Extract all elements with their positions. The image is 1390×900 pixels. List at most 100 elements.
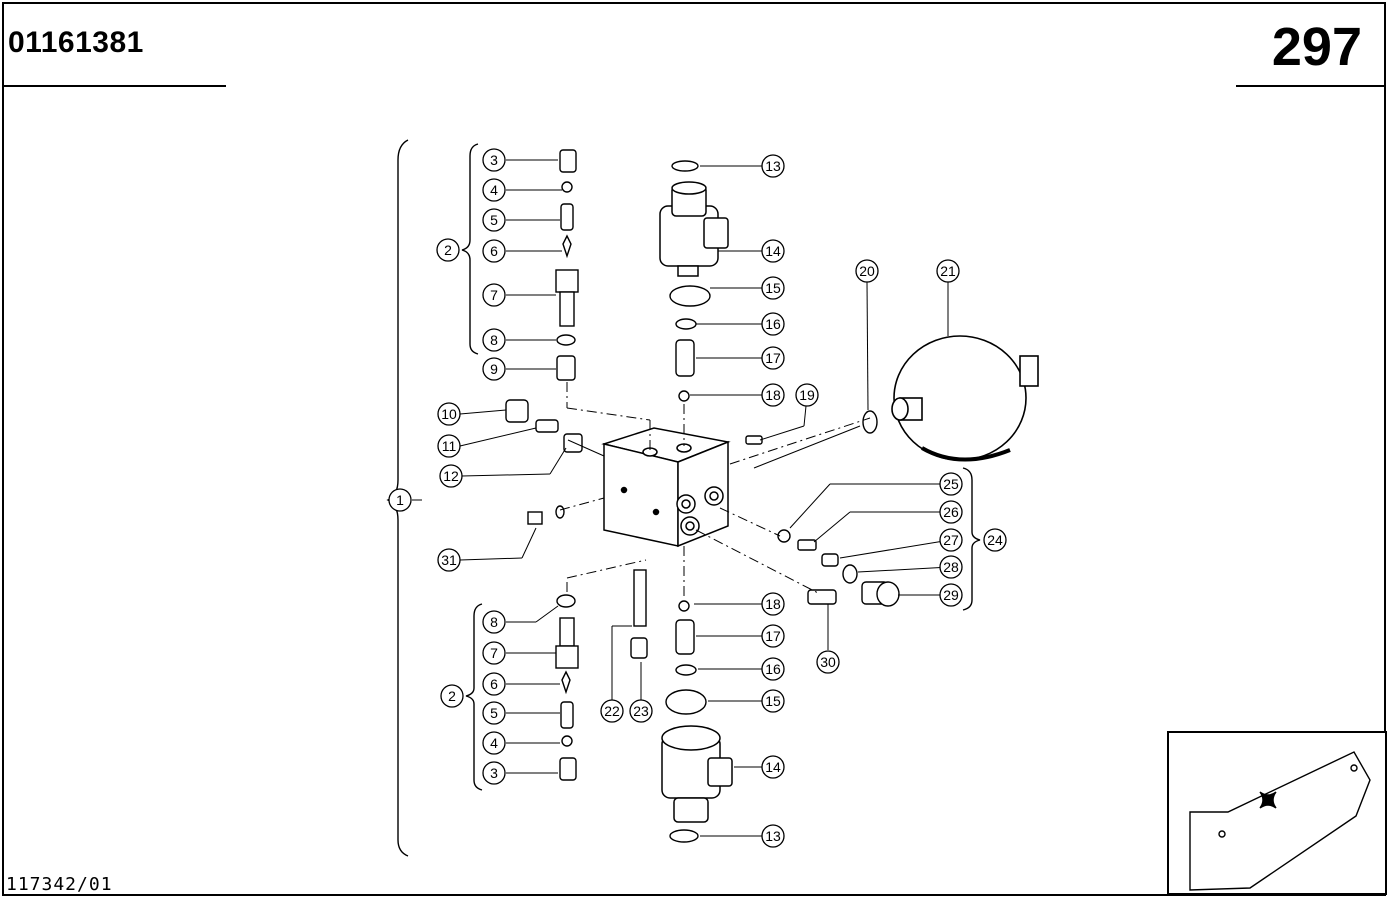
callout-14-lower: 14 <box>761 755 785 779</box>
callout-7-lower: 7 <box>482 641 506 665</box>
accumulator <box>891 335 1039 462</box>
svg-text:21: 21 <box>940 263 956 279</box>
svg-text:7: 7 <box>490 645 498 661</box>
callout-8-upper: 8 <box>482 328 506 352</box>
svg-text:23: 23 <box>633 703 649 719</box>
callout-4-lower: 4 <box>482 731 506 755</box>
svg-text:5: 5 <box>490 705 498 721</box>
svg-text:26: 26 <box>943 504 959 520</box>
svg-text:13: 13 <box>765 828 781 844</box>
svg-text:17: 17 <box>765 628 781 644</box>
callout-11: 11 <box>437 434 461 458</box>
callout-5-upper: 5 <box>482 208 506 232</box>
callout-6-upper: 6 <box>482 239 506 263</box>
callout-13-lower: 13 <box>761 824 785 848</box>
callout-6-lower: 6 <box>482 672 506 696</box>
assembly-axis-lines <box>559 382 871 598</box>
callout-25: 25 <box>939 472 963 496</box>
svg-text:4: 4 <box>490 735 498 751</box>
svg-text:9: 9 <box>490 361 498 377</box>
svg-text:18: 18 <box>765 387 781 403</box>
svg-text:30: 30 <box>820 654 836 670</box>
callout-7-upper: 7 <box>482 283 506 307</box>
svg-text:2: 2 <box>448 688 456 704</box>
drawing-reference: 117342/01 <box>6 874 113 895</box>
callout-8-lower: 8 <box>482 610 506 634</box>
svg-text:19: 19 <box>799 387 815 403</box>
svg-text:3: 3 <box>490 765 498 781</box>
callout-15-lower: 15 <box>761 689 785 713</box>
svg-text:12: 12 <box>443 468 459 484</box>
callout-16-upper: 16 <box>761 312 785 336</box>
callout-20: 20 <box>855 259 879 283</box>
callout-18-lower: 18 <box>761 592 785 616</box>
svg-text:8: 8 <box>490 614 498 630</box>
lower-valve-parts <box>555 594 579 781</box>
callout-17-lower: 17 <box>761 624 785 648</box>
svg-text:4: 4 <box>490 182 498 198</box>
svg-text:17: 17 <box>765 350 781 366</box>
svg-text:16: 16 <box>765 661 781 677</box>
callout-28: 28 <box>939 555 963 579</box>
svg-text:3: 3 <box>490 152 498 168</box>
brace-upper-valve-2 <box>461 143 479 355</box>
callout-3-lower: 3 <box>482 761 506 785</box>
callout-14-upper: 14 <box>761 239 785 263</box>
callout-19: 19 <box>795 383 819 407</box>
brace-assembly-1 <box>386 139 409 857</box>
callout-2-lower: 2 <box>440 684 464 708</box>
callout-21: 21 <box>936 259 960 283</box>
callout-18-upper: 18 <box>761 383 785 407</box>
callout-29: 29 <box>939 583 963 607</box>
callout-27: 27 <box>939 528 963 552</box>
svg-text:11: 11 <box>442 438 457 454</box>
valve-block <box>601 427 731 548</box>
svg-text:15: 15 <box>765 280 781 296</box>
svg-text:16: 16 <box>765 316 781 332</box>
svg-text:24: 24 <box>987 532 1003 548</box>
svg-text:29: 29 <box>943 587 959 603</box>
svg-text:31: 31 <box>441 552 457 568</box>
svg-text:7: 7 <box>490 287 498 303</box>
svg-text:18: 18 <box>765 596 781 612</box>
callout-15-upper: 15 <box>761 276 785 300</box>
callout-10: 10 <box>437 402 461 426</box>
callout-24: 24 <box>983 528 1007 552</box>
svg-text:6: 6 <box>490 243 498 259</box>
upper-solenoid <box>659 181 729 277</box>
callout-2-upper: 2 <box>436 238 460 262</box>
callout-31: 31 <box>437 548 461 572</box>
callout-1: 1 <box>388 488 412 512</box>
location-inset <box>1167 731 1387 895</box>
callout-5-lower: 5 <box>482 701 506 725</box>
svg-text:13: 13 <box>765 158 781 174</box>
upper-valve-parts <box>555 149 579 381</box>
callout-12: 12 <box>439 464 463 488</box>
header-rule-left <box>4 85 226 87</box>
callout-17-upper: 17 <box>761 346 785 370</box>
callout-30: 30 <box>816 650 840 674</box>
callout-22: 22 <box>600 699 624 723</box>
callout-4-upper: 4 <box>482 178 506 202</box>
svg-text:10: 10 <box>441 406 457 422</box>
leader-lines <box>412 159 951 837</box>
lower-solenoid <box>661 725 733 823</box>
svg-text:25: 25 <box>943 476 959 492</box>
callout-23: 23 <box>629 699 653 723</box>
center-column-parts <box>630 160 711 843</box>
svg-text:1: 1 <box>396 492 404 508</box>
callout-26: 26 <box>939 500 963 524</box>
header-rule-right <box>1236 85 1384 87</box>
callout-16-lower: 16 <box>761 657 785 681</box>
svg-text:14: 14 <box>765 759 781 775</box>
svg-text:15: 15 <box>765 693 781 709</box>
svg-text:28: 28 <box>943 559 959 575</box>
svg-text:20: 20 <box>859 263 875 279</box>
svg-text:5: 5 <box>490 212 498 228</box>
svg-text:22: 22 <box>604 703 620 719</box>
brace-lower-valve-2 <box>465 603 483 791</box>
page-number: 297 <box>1271 17 1362 77</box>
callout-3-upper: 3 <box>482 148 506 172</box>
svg-text:27: 27 <box>943 532 959 548</box>
